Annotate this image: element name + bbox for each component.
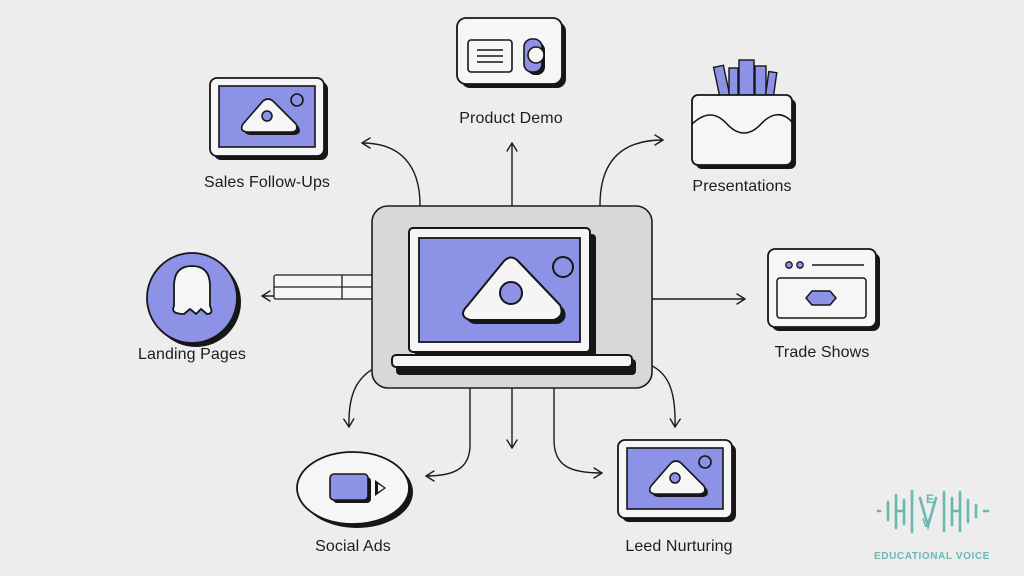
browser-window-icon xyxy=(767,248,880,331)
image-frame-icon-leed xyxy=(617,439,736,522)
leed-nurturing-label: Leed Nurturing xyxy=(625,538,733,555)
brand-letter-v: V xyxy=(922,516,930,530)
arrow-down-right xyxy=(647,363,681,428)
presentations-label: Presentations xyxy=(692,178,792,195)
book-holder-icon xyxy=(691,59,796,169)
video-player-icon xyxy=(456,17,566,88)
brand-name: EDUCATIONAL VOICE xyxy=(874,551,990,562)
keyboard-strip xyxy=(273,274,379,300)
educational-voice-logo xyxy=(876,489,990,534)
landing-pages-label: Landing Pages xyxy=(137,346,247,363)
arrow-to-leed-nurturing xyxy=(553,387,603,479)
product-demo-label: Product Demo xyxy=(459,110,563,127)
sales-follow-ups-label: Sales Follow-Ups xyxy=(203,174,331,191)
image-frame-icon xyxy=(209,77,328,160)
video-bubble-icon xyxy=(296,451,413,528)
trade-shows-label: Trade Shows xyxy=(774,344,870,361)
arrow-to-presentations xyxy=(599,134,664,206)
social-ads-label: Social Ads xyxy=(315,538,391,555)
arrow-to-social-ads xyxy=(425,387,471,482)
brand-letter-e: E xyxy=(926,492,934,506)
arrow-to-sales-follow-ups xyxy=(361,137,421,206)
central-laptop xyxy=(371,205,653,389)
ghost-badge-icon xyxy=(146,252,241,347)
